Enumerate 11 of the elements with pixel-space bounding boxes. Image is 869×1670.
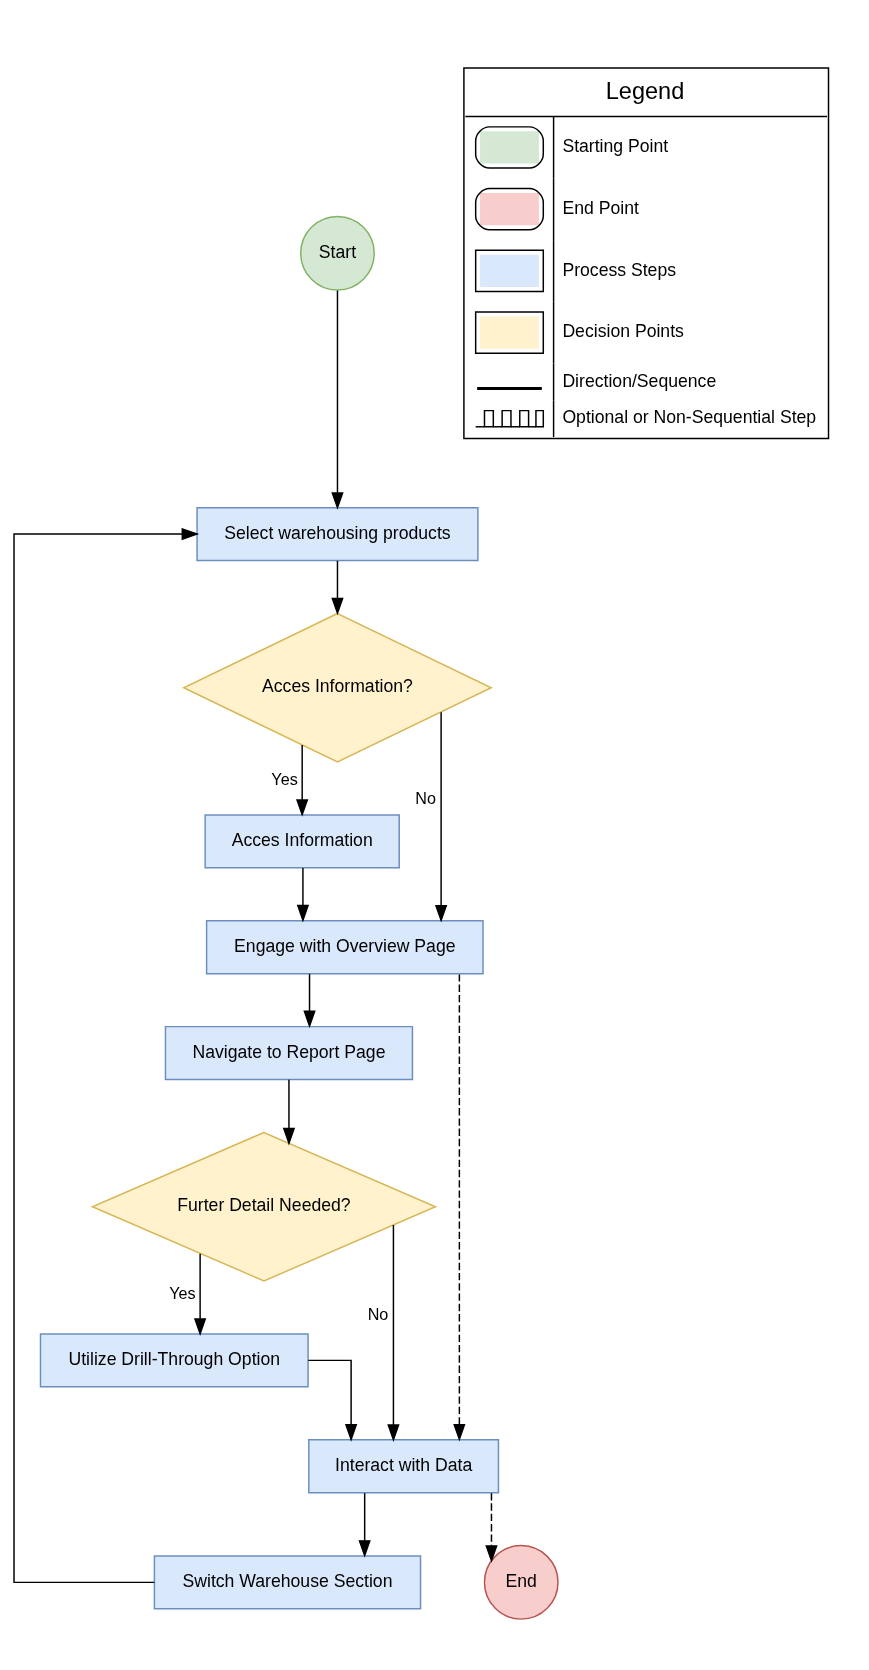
legend-label: Decision Points: [562, 320, 684, 341]
legend-label: Direction/Sequence: [562, 370, 717, 390]
edge-label: Yes: [271, 769, 298, 788]
legend-label: Optional or Non-Sequential Step: [562, 406, 817, 427]
edge-label: Yes: [169, 1283, 196, 1302]
edge-label: No: [367, 1304, 389, 1323]
legend-label: Process Steps: [562, 259, 677, 279]
label: Legend: [605, 77, 685, 104]
legend-label: Starting Point: [562, 135, 669, 156]
legend-label: End Point: [562, 197, 639, 218]
edge-label: No: [415, 788, 437, 807]
